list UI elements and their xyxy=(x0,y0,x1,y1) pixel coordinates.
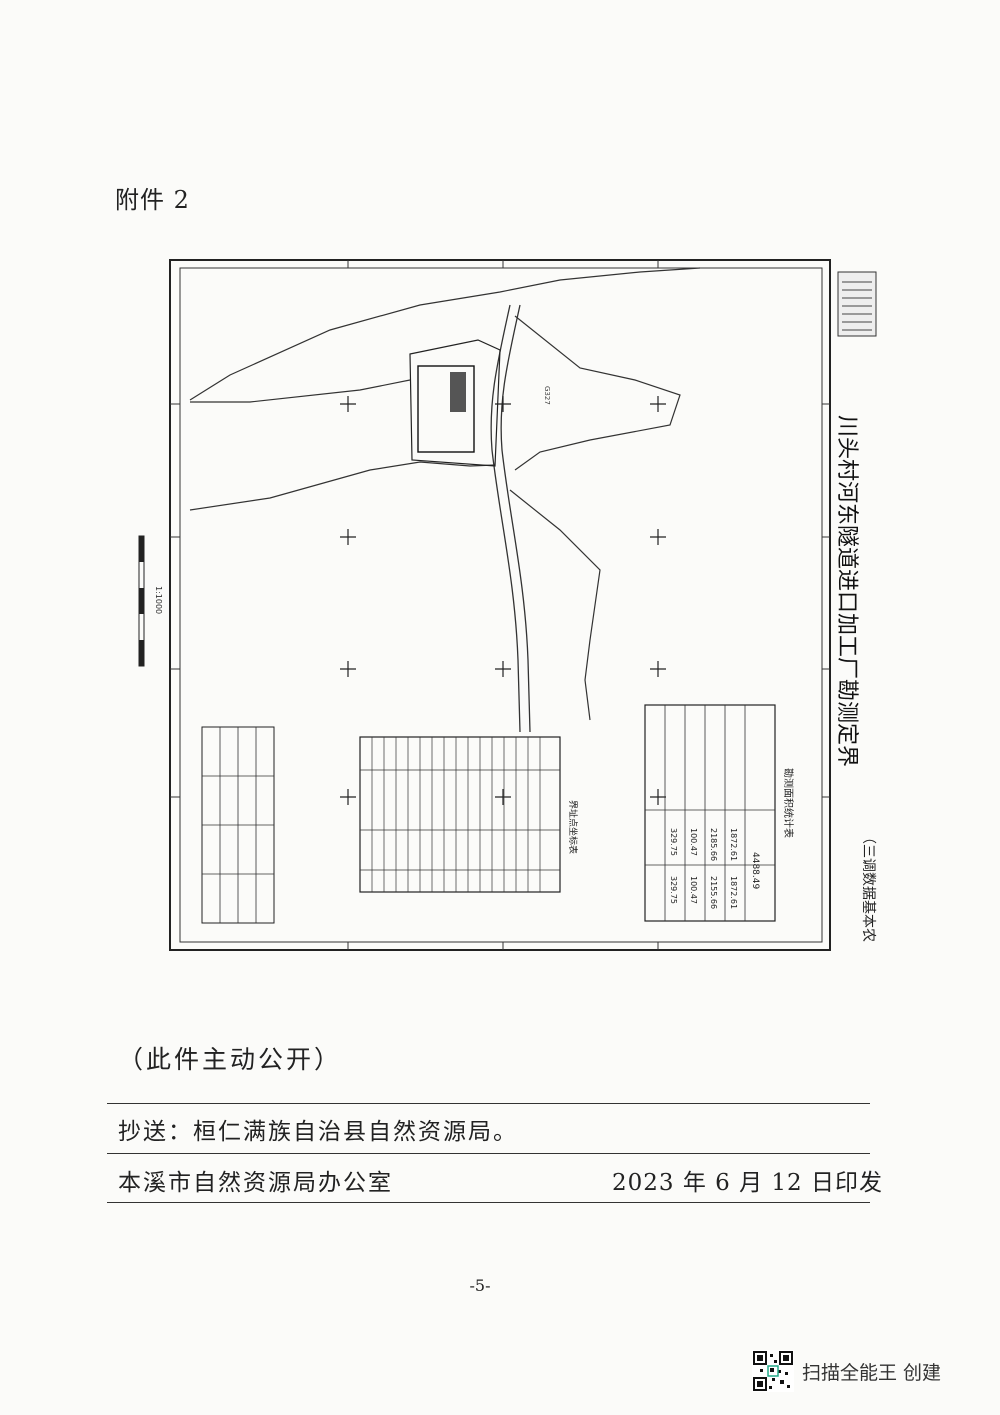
road-label: G327 xyxy=(543,386,551,405)
map-legend xyxy=(837,271,877,337)
map-drawing: G327 1:1000 xyxy=(138,259,877,951)
area-row-4-a: 1872.61 xyxy=(729,828,738,861)
road-right-edge xyxy=(500,304,531,733)
divider-bottom xyxy=(107,1202,870,1203)
page-number: -5- xyxy=(469,1276,491,1295)
parcel-boundary xyxy=(409,339,501,467)
area-row-4-b: 1872.61 xyxy=(729,876,738,909)
grid-crosses xyxy=(340,396,666,805)
issuing-office: 本溪市自然资源局办公室 xyxy=(118,1170,393,1196)
scale-label: 1:1000 xyxy=(154,586,163,614)
area-row-1-a: 329.75 xyxy=(669,828,678,856)
area-total: 4488.49 xyxy=(750,852,760,889)
public-notice: （此件主动公开） xyxy=(118,1045,343,1074)
qr-code-icon xyxy=(752,1350,794,1392)
area-row-3-b: 2155.66 xyxy=(709,876,718,909)
map-subtitle: （三调数据基本农 xyxy=(860,830,877,942)
area-row-1-b: 329.75 xyxy=(669,876,678,904)
map-title: 川头村河东隧道进口加工厂勘测定界 xyxy=(834,415,859,767)
area-table xyxy=(644,704,776,922)
area-row-2-a: 100.47 xyxy=(689,828,698,856)
scanner-watermark: 扫描全能王 创建 xyxy=(752,1350,982,1392)
divider-middle xyxy=(107,1153,870,1154)
road-left-edge xyxy=(490,304,521,733)
coordinate-table-title: 界址点坐标表 xyxy=(567,800,579,854)
attachment-label: 附件 2 xyxy=(115,186,190,214)
divider-top xyxy=(107,1103,870,1104)
area-row-2-b: 100.47 xyxy=(689,876,698,904)
survey-map: G327 1:1000 xyxy=(120,240,900,970)
issue-date: 2023 年 6 月 12 日印发 xyxy=(612,1170,883,1196)
scanner-label: 扫描全能王 创建 xyxy=(802,1361,942,1384)
building-footprint xyxy=(417,365,475,453)
coordinate-table xyxy=(359,736,561,893)
area-row-3-a: 2185.66 xyxy=(709,828,718,861)
area-table-title: 勘测面积统计表 xyxy=(782,768,795,838)
cc-line: 抄送：桓仁满族自治县自然资源局。 xyxy=(118,1119,518,1145)
terrain-boundary-north xyxy=(189,267,701,401)
